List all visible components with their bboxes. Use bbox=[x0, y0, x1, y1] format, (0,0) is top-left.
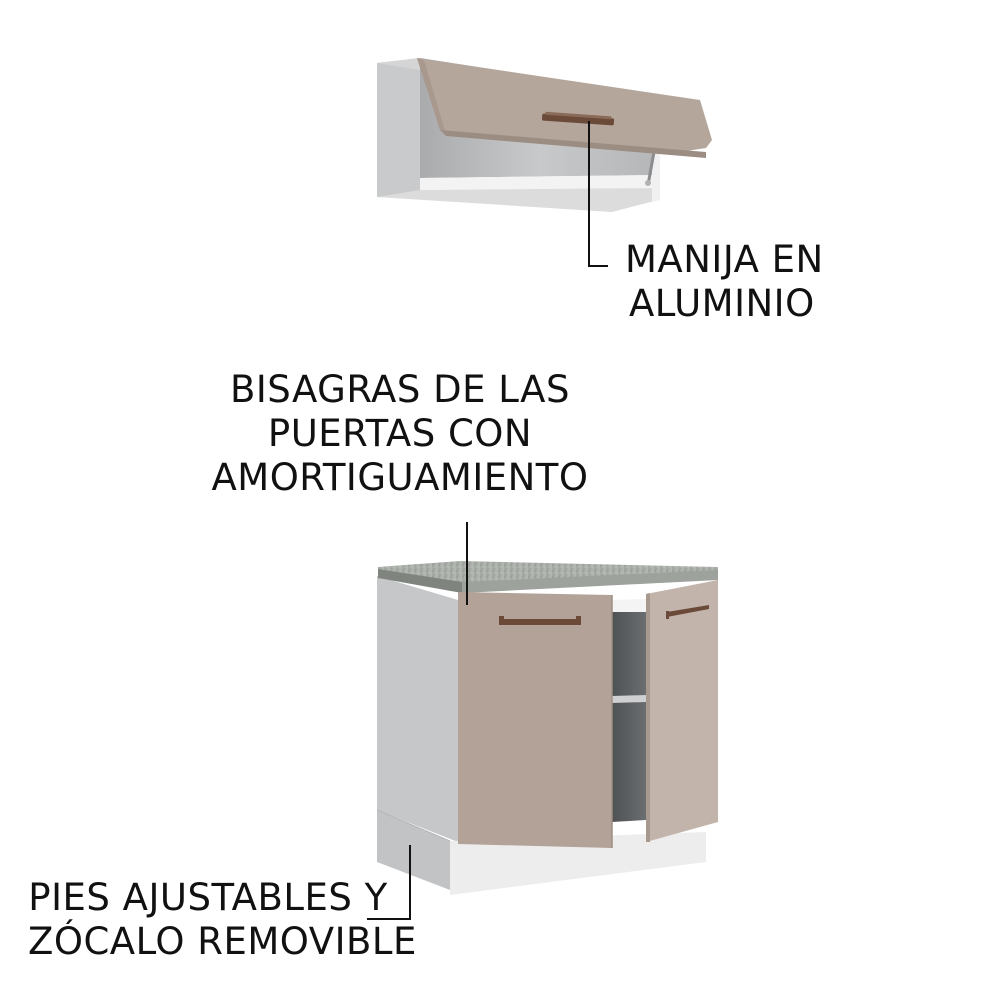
upper-cabinet-door bbox=[417, 58, 712, 152]
hinges-label-line-3: AMORTIGUAMIENTO bbox=[211, 456, 589, 499]
upper-cabinet bbox=[377, 58, 712, 212]
feet-label-line-2: ZÓCALO REMOVIBLE bbox=[28, 920, 417, 963]
plinth-side bbox=[377, 810, 450, 890]
countertop bbox=[378, 561, 718, 593]
base-cabinet-side-panel bbox=[377, 576, 458, 842]
aluminum-handle-left-door bbox=[499, 616, 581, 625]
handle-callout-label: MANIJA EN ALUMINIO bbox=[625, 238, 824, 326]
aluminum-handle-upper bbox=[541, 111, 615, 126]
plinth-front bbox=[450, 832, 706, 895]
right-door bbox=[646, 580, 718, 842]
hinges-label-line-2: PUERTAS CON bbox=[267, 412, 533, 455]
hinges-callout-label: BISAGRAS DE LAS PUERTAS CON AMORTIGUAMIE… bbox=[200, 368, 600, 500]
left-door bbox=[458, 592, 612, 848]
handle-label-line-2: ALUMINIO bbox=[629, 282, 815, 325]
feet-callout-line bbox=[367, 845, 411, 920]
lift-piston bbox=[646, 151, 656, 186]
base-cabinet-interior bbox=[612, 604, 646, 822]
base-cabinet bbox=[376, 561, 718, 895]
handle-callout-line bbox=[588, 121, 608, 267]
interior-shelf bbox=[612, 695, 646, 703]
hinges-label-line-1: BISAGRAS DE LAS bbox=[230, 368, 570, 411]
upper-cabinet-side-panel bbox=[377, 58, 420, 197]
aluminum-handle-right-door bbox=[666, 605, 709, 619]
handle-label-line-1: MANIJA EN bbox=[625, 238, 824, 281]
feet-callout-label: PIES AJUSTABLES Y ZÓCALO REMOVIBLE bbox=[28, 876, 417, 964]
feet-label-line-1: PIES AJUSTABLES Y bbox=[28, 876, 388, 919]
